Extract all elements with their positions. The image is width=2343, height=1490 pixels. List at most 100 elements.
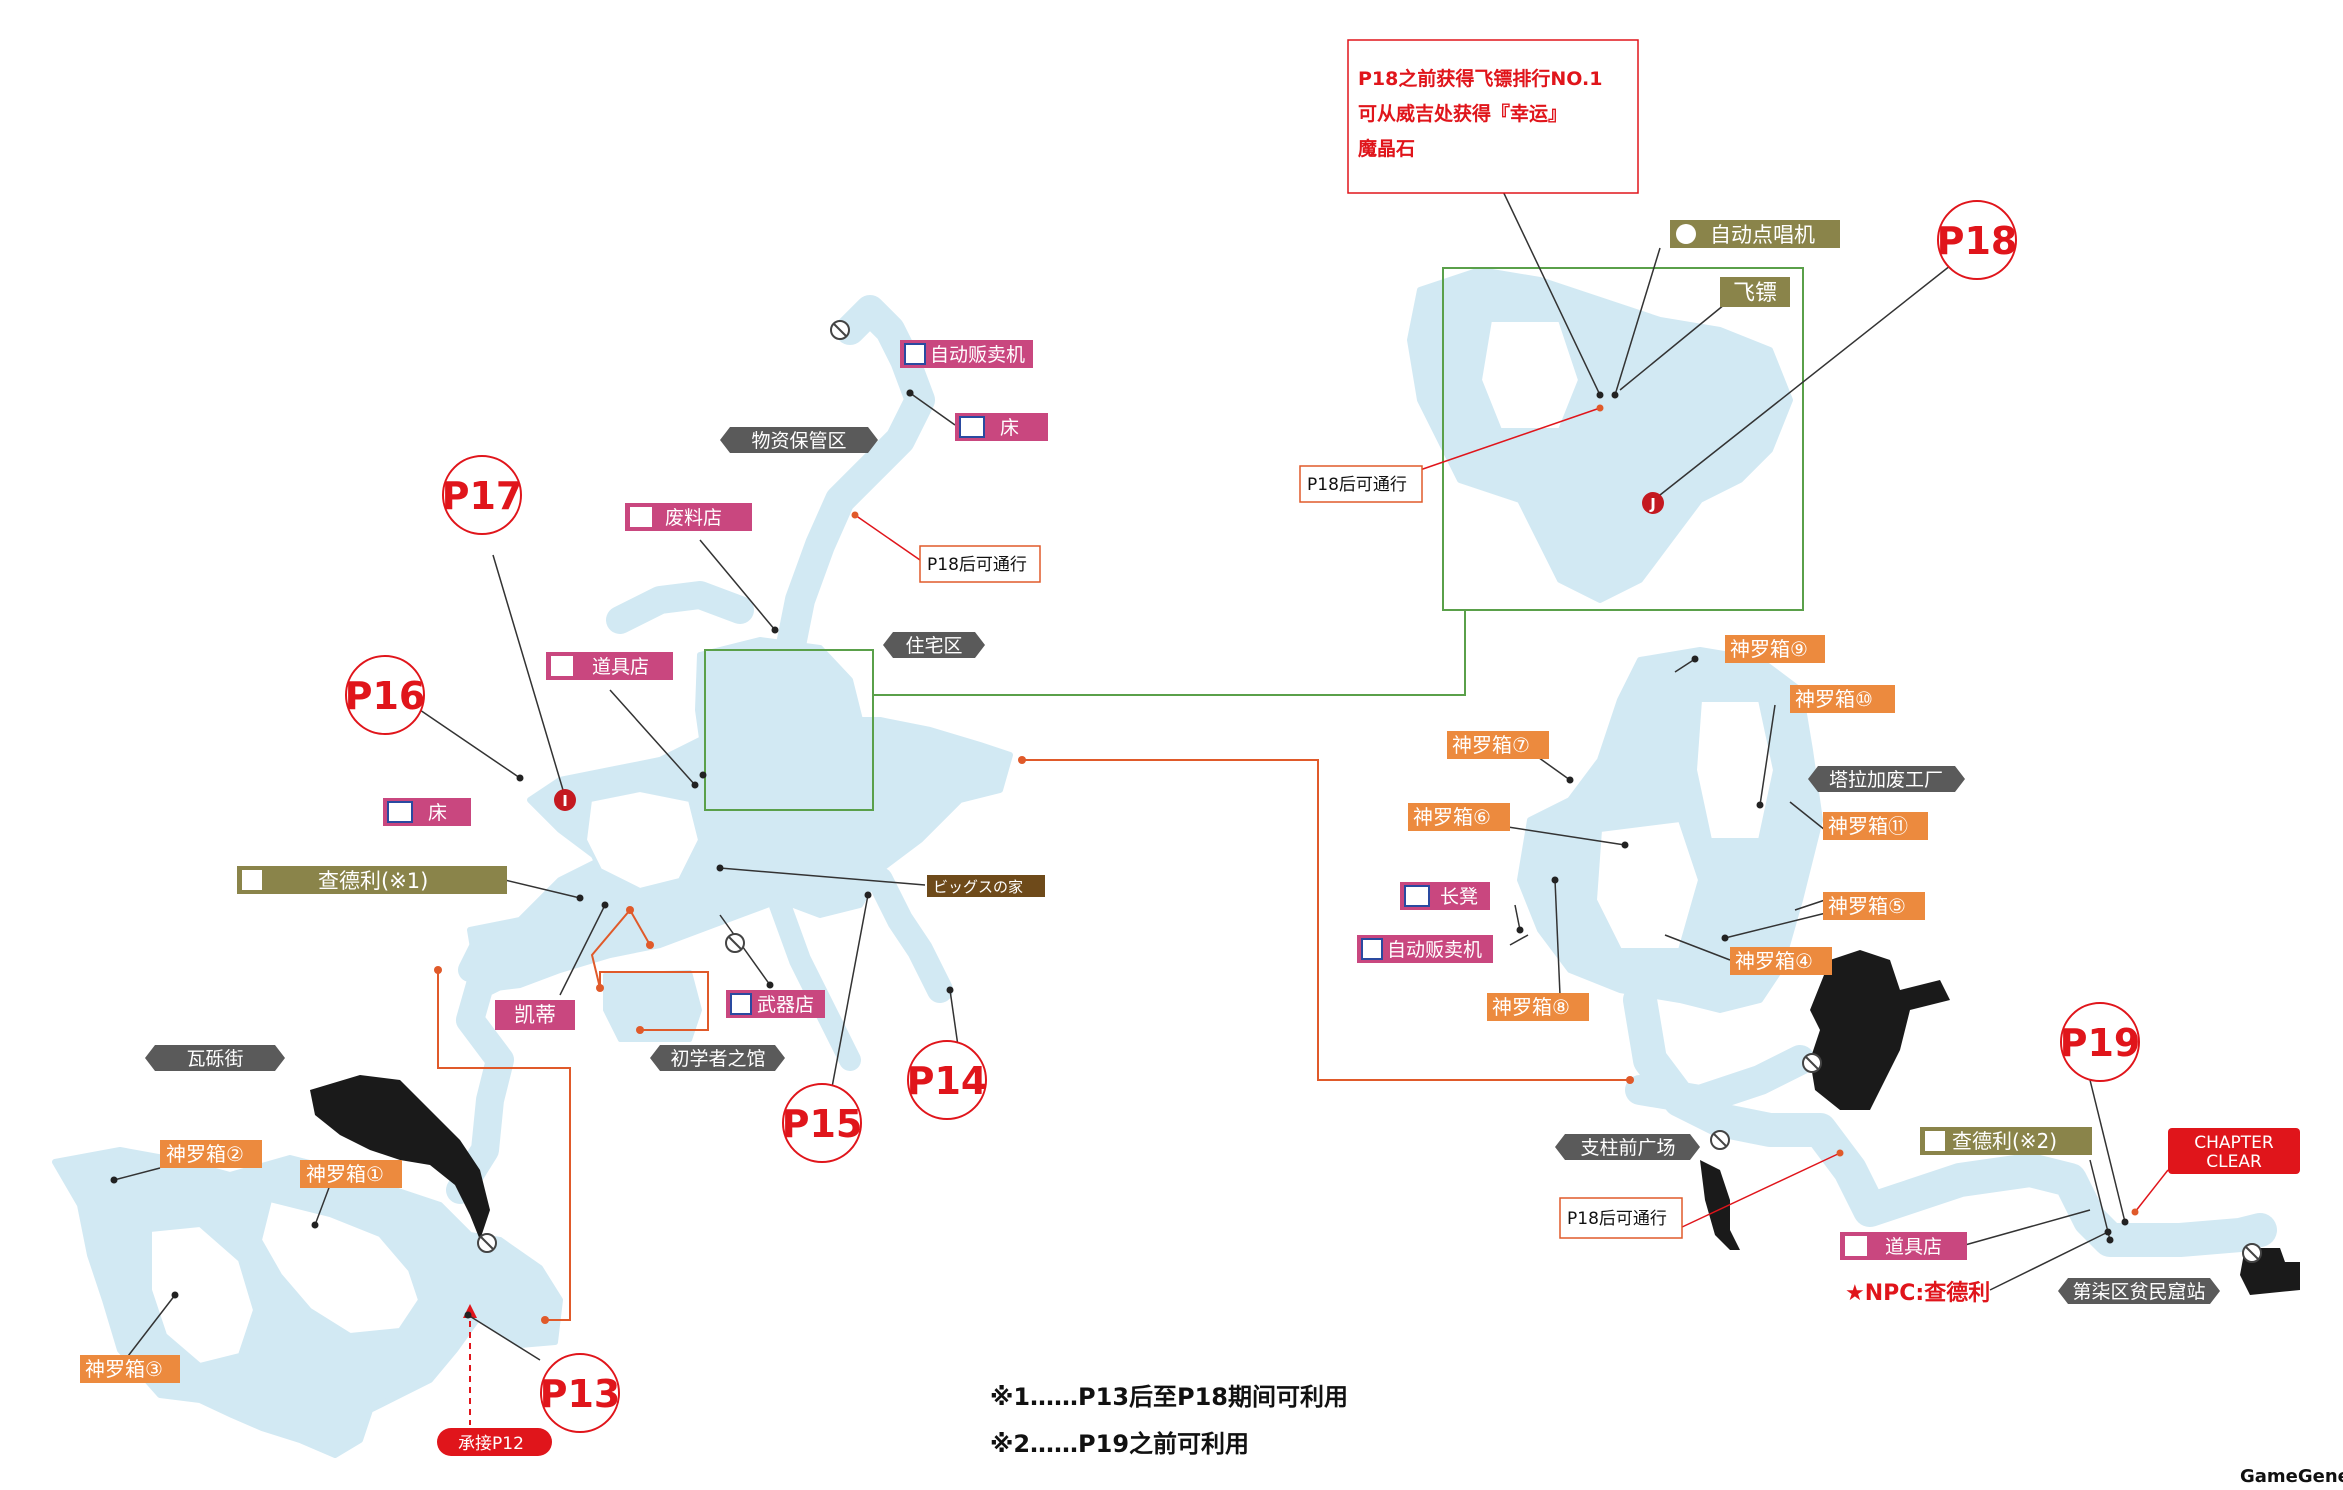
note-p18-pass-bottom: P18后可通行 (1559, 1197, 1683, 1239)
chest-10-label: 神罗箱⑩ (1795, 687, 1873, 711)
factory-silhouette (1810, 950, 1950, 1110)
darts[interactable]: 飞镖 (1720, 277, 1790, 307)
darts-note-line3: 魔晶石 (1358, 137, 1415, 160)
npc-chadley-label[interactable]: ★NPC:查德利 (1845, 1280, 1990, 1306)
biggs-house[interactable]: ビッグスの家 (927, 875, 1045, 897)
marker-p17[interactable]: P17 (442, 455, 523, 535)
marker-p15[interactable]: P15 (782, 1083, 863, 1163)
weapon-shop-label: 武器店 (757, 994, 814, 1016)
blocked-icon (1710, 1130, 1730, 1150)
event-j-label: J (1649, 495, 1656, 513)
chest-9[interactable]: 神罗箱⑨ (1725, 635, 1825, 663)
chest-11[interactable]: 神罗箱⑪ (1823, 812, 1928, 840)
sector-inner-loop (583, 788, 702, 892)
bed-top[interactable]: 床 (955, 413, 1048, 441)
vending-machine-top[interactable]: 自动贩卖机 (900, 340, 1033, 368)
west-road (458, 923, 572, 982)
residential-terrain (695, 637, 863, 813)
chadley-2-label: 查德利(※2) (1952, 1129, 2057, 1153)
bed-icon (959, 416, 985, 438)
vending-machine-right[interactable]: 自动贩卖机 (1357, 935, 1493, 963)
item-shop-right-label: 道具店 (1885, 1236, 1942, 1258)
footnote-2: ※2……P19之前可利用 (990, 1430, 1249, 1458)
vending-icon (904, 343, 926, 365)
chadley-1-label: 查德利(※1) (318, 869, 428, 893)
chest-8-label: 神罗箱⑧ (1492, 995, 1570, 1019)
note-p18-pass-inset: P18后可通行 (1299, 465, 1423, 503)
bed-icon (387, 801, 413, 823)
chest-4[interactable]: 神罗箱④ (1730, 947, 1832, 975)
shop-icon (630, 507, 652, 527)
item-shop-left[interactable]: 道具店 (546, 652, 673, 680)
chadley-1[interactable]: 查德利(※1) (237, 866, 507, 894)
bed-left[interactable]: 床 (383, 798, 471, 826)
chest-1-label: 神罗箱① (306, 1162, 384, 1186)
blocked-icon (2242, 1243, 2262, 1263)
event-i-icon[interactable] (554, 789, 576, 811)
bench-icon (1404, 885, 1430, 907)
weapon-shop[interactable]: 武器店 (726, 990, 825, 1018)
chest-9-label: 神罗箱⑨ (1730, 637, 1808, 661)
marker-p17-label: P17 (442, 474, 523, 518)
note-p18-pass-top-label: P18后可通行 (927, 555, 1027, 575)
warehouse-branch (606, 581, 754, 634)
chest-1[interactable]: 神罗箱① (300, 1160, 402, 1188)
leader-lines (113, 184, 2126, 1361)
bed-left-label: 床 (428, 802, 447, 824)
collapsed-plate-silhouettes (310, 950, 2300, 1295)
event-j-icon[interactable] (1642, 492, 1664, 514)
marker-p19[interactable]: P19 (2060, 1002, 2141, 1082)
chest-11-label: 神罗箱⑪ (1828, 814, 1908, 838)
rubble-street-loop2 (148, 1223, 257, 1367)
area-slum-station-label: 第柒区贫民窟站 (2072, 1281, 2205, 1303)
footnote-1: ※1……P13后至P18期间可利用 (990, 1383, 1348, 1411)
marker-p13[interactable]: P13 (540, 1353, 621, 1433)
rubble-route (437, 970, 571, 1321)
chapter-clear-line2: CLEAR (2206, 1152, 2262, 1172)
chest-3[interactable]: 神罗箱③ (80, 1355, 180, 1383)
map-terrain (52, 267, 2277, 1458)
area-warehouse-label: 物资保管区 (751, 430, 846, 452)
chadley-2[interactable]: 查德利(※2) (1920, 1127, 2092, 1155)
junk-shop[interactable]: 废料店 (625, 503, 752, 531)
route-lines (437, 267, 1804, 1425)
area-warehouse: 物资保管区 (720, 427, 878, 453)
area-pillar-plaza-label: 支柱前广场 (1580, 1137, 1675, 1159)
area-pillar-plaza: 支柱前广场 (1555, 1134, 1700, 1160)
vending-icon (1361, 938, 1383, 960)
sector-route (1022, 759, 1630, 1081)
chest-6[interactable]: 神罗箱⑥ (1408, 803, 1510, 831)
chest-8[interactable]: 神罗箱⑧ (1487, 993, 1589, 1021)
bench[interactable]: 长凳 (1400, 882, 1490, 910)
item-shop-right[interactable]: 道具店 (1840, 1232, 1967, 1260)
residential-inset-frame (704, 649, 874, 811)
marker-p19-label: P19 (2060, 1021, 2141, 1065)
vending-top-label: 自动贩卖机 (930, 344, 1025, 366)
plaza-road (1625, 1045, 1815, 1115)
facility-labels: 自动贩卖机 床 废料店 道具店 床 查德利(※1) (237, 220, 2092, 1306)
from-p12-badge[interactable]: 承接P12 (437, 1428, 552, 1456)
chest-5[interactable]: 神罗箱⑤ (1823, 892, 1925, 920)
area-rubble-street: 瓦砾街 (145, 1045, 285, 1071)
chest-2[interactable]: 神罗箱② (160, 1140, 262, 1168)
event-markers: I J (554, 492, 1664, 811)
jukebox[interactable]: 自动点唱机 (1670, 220, 1840, 248)
area-labels: 物资保管区 住宅区 瓦砾街 初学者之馆 塔拉加废工厂 支柱前广场 第柒区贫民窟站 (145, 427, 2220, 1304)
item-shop-left-label: 道具店 (592, 656, 649, 678)
red-leader-lines (854, 407, 2169, 1229)
chest-4-label: 神罗箱④ (1735, 949, 1813, 973)
kyrie[interactable]: 凯蒂 (495, 1000, 575, 1030)
chest-3-label: 神罗箱③ (85, 1357, 163, 1381)
chest-7[interactable]: 神罗箱⑦ (1447, 731, 1549, 759)
marker-p16[interactable]: P16 (345, 655, 426, 735)
from-p12-label: 承接P12 (458, 1434, 524, 1454)
weapon-icon (730, 993, 752, 1015)
marker-p16-label: P16 (345, 674, 426, 718)
chest-7-label: 神罗箱⑦ (1452, 733, 1530, 757)
chest-10[interactable]: 神罗箱⑩ (1790, 685, 1895, 713)
rubble-silhouette (310, 1075, 490, 1240)
marker-p18[interactable]: P18 (1937, 200, 2018, 280)
area-beginners-hall-label: 初学者之馆 (670, 1048, 765, 1070)
chapter-clear-badge[interactable]: CHAPTER CLEAR (2168, 1128, 2300, 1174)
marker-p14[interactable]: P14 (907, 1040, 988, 1120)
